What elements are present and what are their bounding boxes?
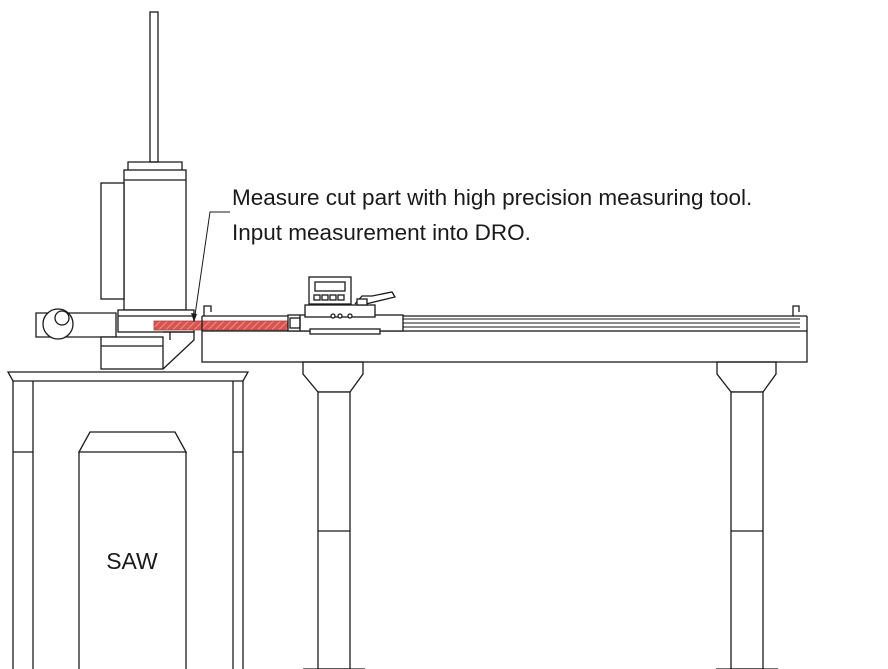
table-leg-left [302, 361, 365, 669]
cut-part [153, 320, 289, 331]
table-leg-right [716, 361, 778, 669]
saw-head [35, 11, 195, 370]
annotation-line-2: Input measurement into DRO. [232, 220, 531, 245]
saw-label: SAW [106, 548, 158, 574]
annotation-line-1: Measure cut part with high precision mea… [232, 185, 752, 210]
leader-line [193, 211, 230, 323]
leader-arrow [191, 313, 197, 322]
stop-carriage [287, 276, 404, 335]
saw-cabinet: SAW [6, 371, 250, 669]
